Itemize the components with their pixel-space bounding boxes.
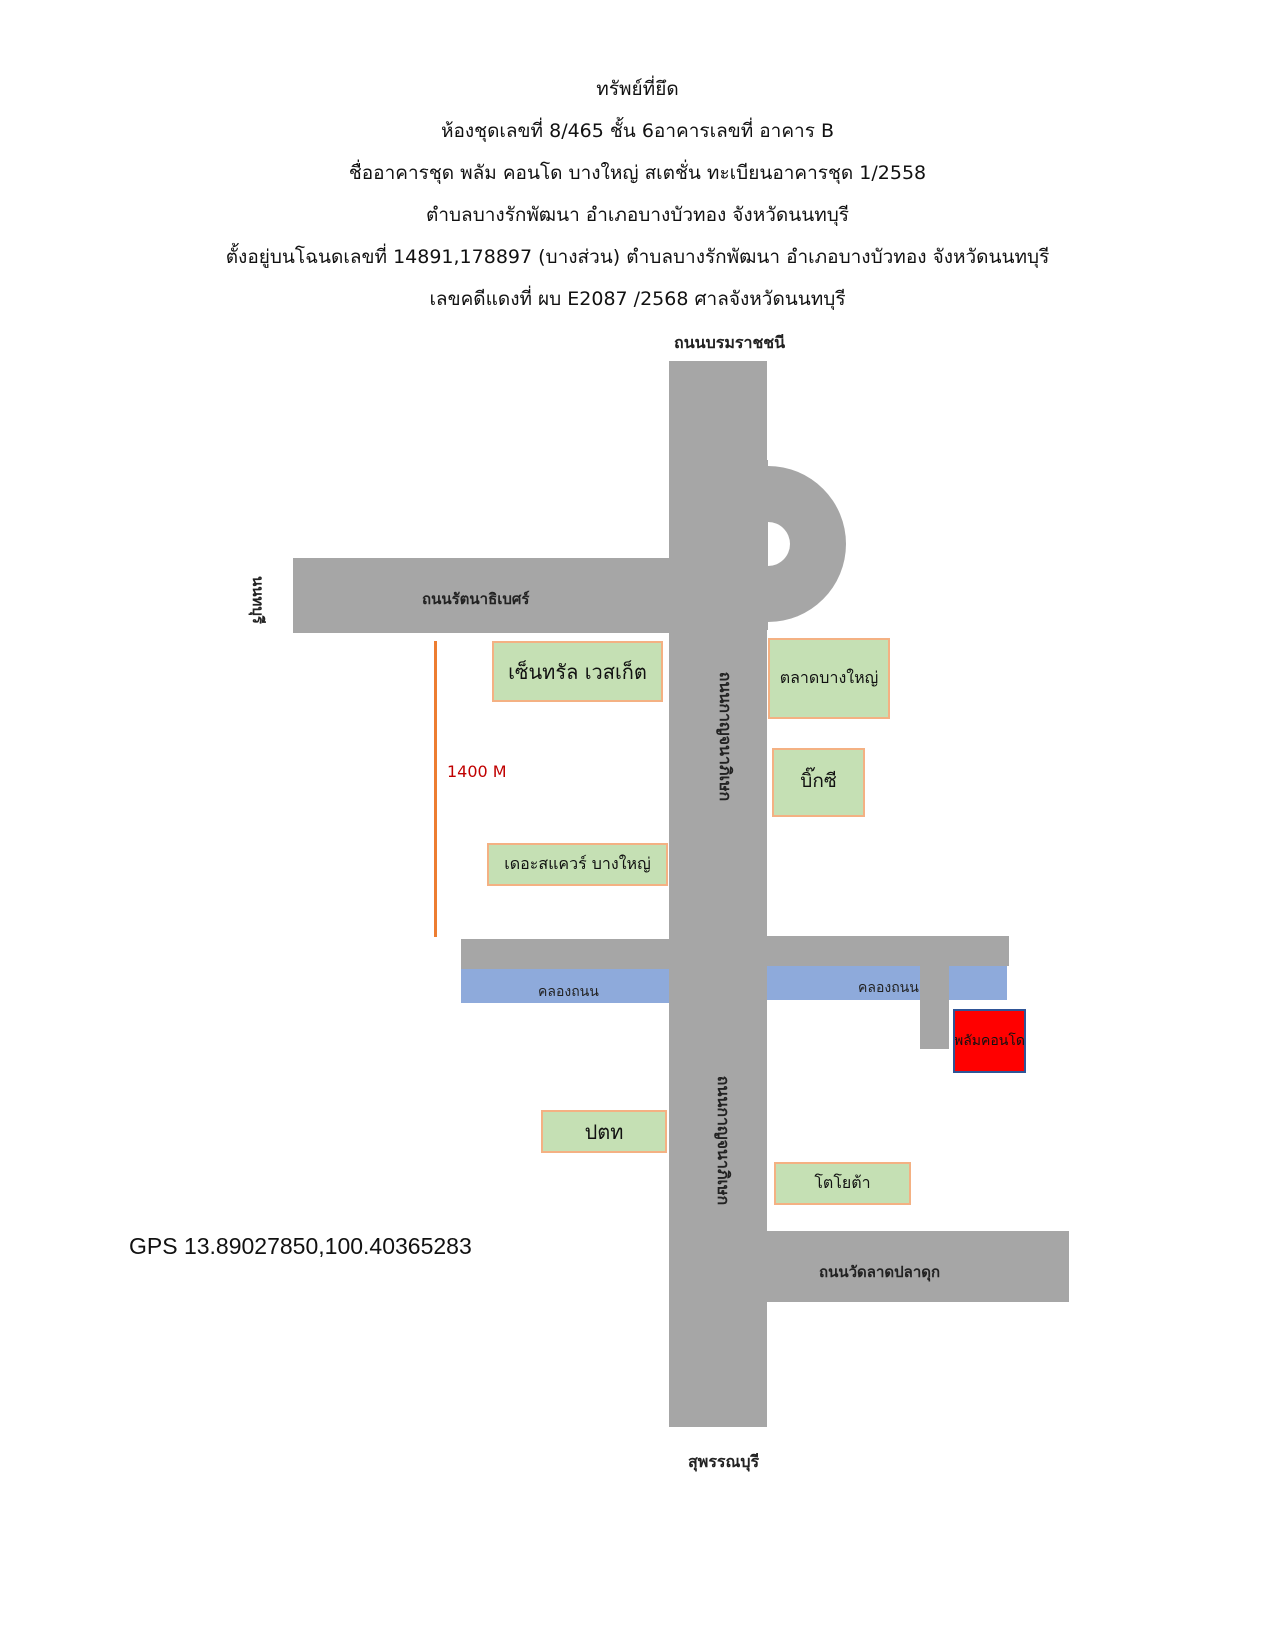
kanchanaphisek-label-lower: ถนนกาญจนาภิเษก bbox=[714, 1075, 734, 1206]
big-c-box: บิ๊กซี bbox=[772, 748, 865, 817]
wat-lat-pla-duk-road bbox=[767, 1231, 1069, 1302]
canal-left bbox=[461, 969, 669, 1003]
plum-condo-target: พลัมคอนโด bbox=[953, 1009, 1026, 1073]
header-title: ทรัพย์ที่ยึด bbox=[596, 78, 679, 100]
kanchanaphisek-label-upper: ถนนกาญจนาภิเษก bbox=[716, 671, 736, 802]
header-location: ตำบลบางรักพัฒนา อำเภอบางบัวทอง จังหวัดนน… bbox=[425, 204, 850, 226]
canal-right bbox=[767, 966, 1007, 1000]
canal-side-road-left bbox=[461, 939, 669, 969]
talad-bang-yai-box: ตลาดบางใหญ่ bbox=[768, 638, 890, 719]
toyota-box: โตโยต้า bbox=[774, 1162, 911, 1205]
wat-lat-pla-duk-road-label: ถนนวัดลาดปลาดุก bbox=[819, 1263, 941, 1281]
header-case-number: เลขคดีแดงที่ ผบ E2087 /2568 ศาลจังหวัดนน… bbox=[429, 288, 846, 310]
soi-to-condo bbox=[920, 966, 949, 1049]
distance-label: 1400 M bbox=[447, 762, 507, 781]
canal-side-road-right bbox=[767, 936, 1009, 966]
canal-right-label: คลองถนน bbox=[858, 980, 919, 996]
ptt-box: ปตท bbox=[541, 1110, 667, 1153]
central-westgate-box: เซ็นทรัล เวสเก็ต bbox=[492, 641, 663, 702]
header-building-info: ชื่ออาคารชุด พลัม คอนโด บางใหญ่ สเตชั่น … bbox=[348, 162, 927, 184]
header-deed-info: ตั้งอยู่บนโฉนดเลขที่ 14891,178897 (บางส่… bbox=[225, 246, 1050, 268]
gps-coordinates: GPS 13.89027850,100.40365283 bbox=[129, 1233, 472, 1259]
south-road-label: สุพรรณบุรี bbox=[688, 1452, 760, 1471]
header-unit-info: ห้องชุดเลขที่ 8/465 ชั้น 6อาคารเลขที่ อา… bbox=[440, 120, 835, 142]
the-square-box: เดอะสแควร์ บางใหญ่ bbox=[487, 843, 668, 886]
rattanathibet-road-label: ถนนรัตนาธิเบศร์ bbox=[422, 590, 530, 608]
west-road-label: นนทบุรี bbox=[248, 576, 267, 624]
rattanathibet-road bbox=[293, 558, 669, 633]
canal-left-label: คลองถนน bbox=[538, 984, 599, 1000]
distance-line bbox=[434, 641, 437, 937]
kanchanaphisek-road bbox=[669, 361, 767, 1427]
north-road-label: ถนนบรมราชชนี bbox=[674, 333, 786, 352]
